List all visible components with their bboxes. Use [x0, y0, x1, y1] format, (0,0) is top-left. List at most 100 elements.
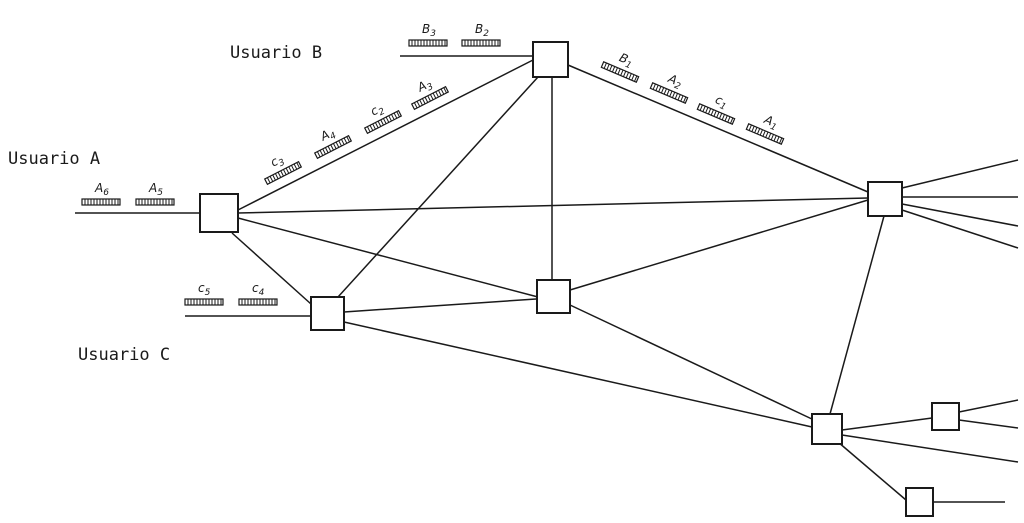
packet-hatch [327, 145, 332, 152]
packet-number: 2 [483, 29, 489, 39]
packet-hatch [366, 126, 371, 133]
packet-hatch [288, 166, 292, 173]
packet-hatch [628, 73, 632, 80]
link-nodeE-out-1 [901, 159, 1019, 189]
packet: A1 [745, 112, 785, 145]
packet-hatch [770, 134, 774, 141]
packet: A2 [649, 71, 689, 104]
packet-hatch [730, 117, 734, 124]
packet-hatch [634, 75, 638, 82]
packet-hatch [663, 88, 667, 95]
packet-hatch [330, 144, 334, 151]
packet-hatch [631, 74, 635, 81]
packet-hatch [440, 88, 445, 95]
switch-node-g [931, 402, 960, 431]
packet-number: 1 [769, 122, 778, 133]
link-nodeA-nodeB [237, 59, 534, 211]
packet-hatch [443, 87, 447, 94]
packet-hatch [779, 137, 783, 144]
packet-hatch [759, 129, 763, 136]
packet-hatch [266, 177, 271, 184]
packet-hatch [272, 174, 276, 181]
link-nodeC-nodeD [343, 298, 537, 313]
packet-hatch [269, 176, 274, 182]
link-nodeG-out-2 [958, 419, 1019, 429]
packet-hatch [683, 96, 687, 103]
packet-hatch [754, 127, 758, 134]
packet-hatch [340, 139, 345, 145]
packet-hatch [609, 65, 613, 72]
link-nodeA-nodeE [237, 197, 869, 214]
packet-hatch [316, 151, 321, 158]
user-b-label: Usuario B [230, 43, 322, 63]
packet-hatch [721, 114, 725, 121]
packet-hatch [716, 111, 720, 118]
packet-letter: c [198, 281, 205, 295]
packet-hatch [677, 94, 681, 101]
packet: A3 [410, 78, 450, 111]
packet: c5 [184, 281, 224, 306]
link-nodeE-nodeF [829, 215, 885, 415]
switch-node-c [310, 296, 345, 331]
svg-text:c5: c5 [198, 281, 211, 298]
link-nodeA-nodeD [237, 217, 539, 298]
packet-hatch [380, 119, 384, 126]
packet-hatch [385, 116, 390, 123]
link-nodeD-nodeF [569, 304, 815, 421]
link-nodeA-nodeC [231, 232, 312, 305]
switch-node-f [811, 413, 843, 445]
switch-node-e [867, 181, 903, 217]
packet-hatch [435, 91, 439, 98]
packet-hatch [767, 132, 772, 139]
svg-text:c1: c1 [712, 92, 730, 112]
packet: B2 [461, 22, 501, 47]
packet-letter: A [94, 181, 103, 195]
packet-hatch [773, 135, 777, 142]
packet-hatch [437, 90, 442, 96]
packet-hatch [674, 93, 678, 100]
packet-hatch [419, 99, 423, 106]
user-c-label: Usuario C [78, 345, 170, 365]
packet: A5 [135, 181, 175, 206]
packet-hatch [776, 136, 780, 143]
packet-hatch [603, 62, 607, 69]
packet-hatch [765, 131, 769, 138]
link-nodeF-nodeH [837, 441, 907, 501]
packet-hatch [282, 169, 287, 175]
link-nodeD-nodeE [569, 199, 869, 291]
packet-hatch [432, 92, 437, 99]
svg-text:A6: A6 [94, 181, 109, 198]
packet-number: 3 [426, 82, 436, 94]
packet-hatch [669, 90, 673, 97]
packet-hatch [658, 86, 662, 93]
packet-hatch [427, 95, 431, 102]
svg-text:c4: c4 [252, 281, 265, 298]
packet-hatch [751, 125, 755, 132]
packet-hatch [710, 109, 714, 116]
switch-node-h [905, 487, 934, 517]
packet-hatch [377, 120, 382, 127]
packet: c1 [696, 92, 736, 125]
link-nodeF-nodeG [841, 417, 933, 431]
packet-hatch [699, 104, 703, 111]
packet-hatch [671, 91, 676, 98]
packet-number: 3 [430, 29, 436, 39]
packet-hatch [762, 130, 766, 137]
packet-letter: B [475, 22, 483, 36]
packet-hatch [680, 95, 684, 102]
packet-hatch [319, 150, 324, 156]
packet-hatch [296, 162, 300, 169]
packet-hatch [322, 148, 326, 155]
packet: A4 [313, 127, 353, 160]
packet-number: 1 [718, 101, 727, 112]
packet-hatch [369, 125, 374, 131]
packet-hatch [727, 116, 731, 123]
packet-number: 5 [205, 288, 211, 298]
packet-hatch [606, 63, 610, 70]
packet-number: 3 [277, 158, 287, 170]
svg-text:A5: A5 [148, 181, 163, 198]
packet-hatch [293, 163, 298, 170]
packet-hatch [280, 170, 284, 177]
link-nodeF-out [841, 434, 1019, 463]
